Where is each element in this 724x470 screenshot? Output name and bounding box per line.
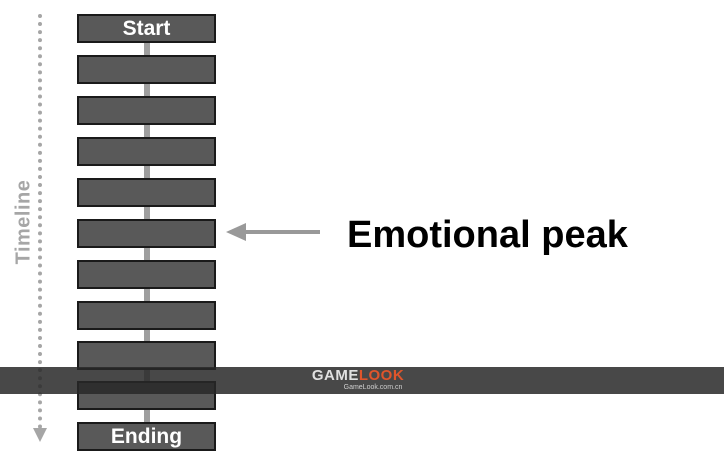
timeline-block-peak [77, 219, 216, 248]
timeline-block [77, 55, 216, 84]
watermark-logo: GAMELOOK GameLook.com.cn [283, 368, 433, 394]
timeline-block [77, 341, 216, 370]
emotional-peak-label: Emotional peak [347, 214, 628, 256]
timeline-block [77, 260, 216, 289]
timeline-label: Timeline [12, 179, 35, 265]
timeline-block [77, 178, 216, 207]
timeline-block [77, 301, 216, 330]
timeline-axis [38, 14, 42, 429]
watermark-logo-text: GAMELOOK [311, 367, 405, 384]
watermark-domain: GameLook.com.cn [343, 384, 403, 391]
block-ending: Ending [77, 422, 216, 451]
timeline-block [77, 137, 216, 166]
watermark-band [0, 367, 724, 394]
left-arrow-icon [226, 223, 320, 241]
timeline-block [77, 96, 216, 125]
timeline-arrowhead-icon [33, 428, 47, 442]
block-start: Start [77, 14, 216, 43]
